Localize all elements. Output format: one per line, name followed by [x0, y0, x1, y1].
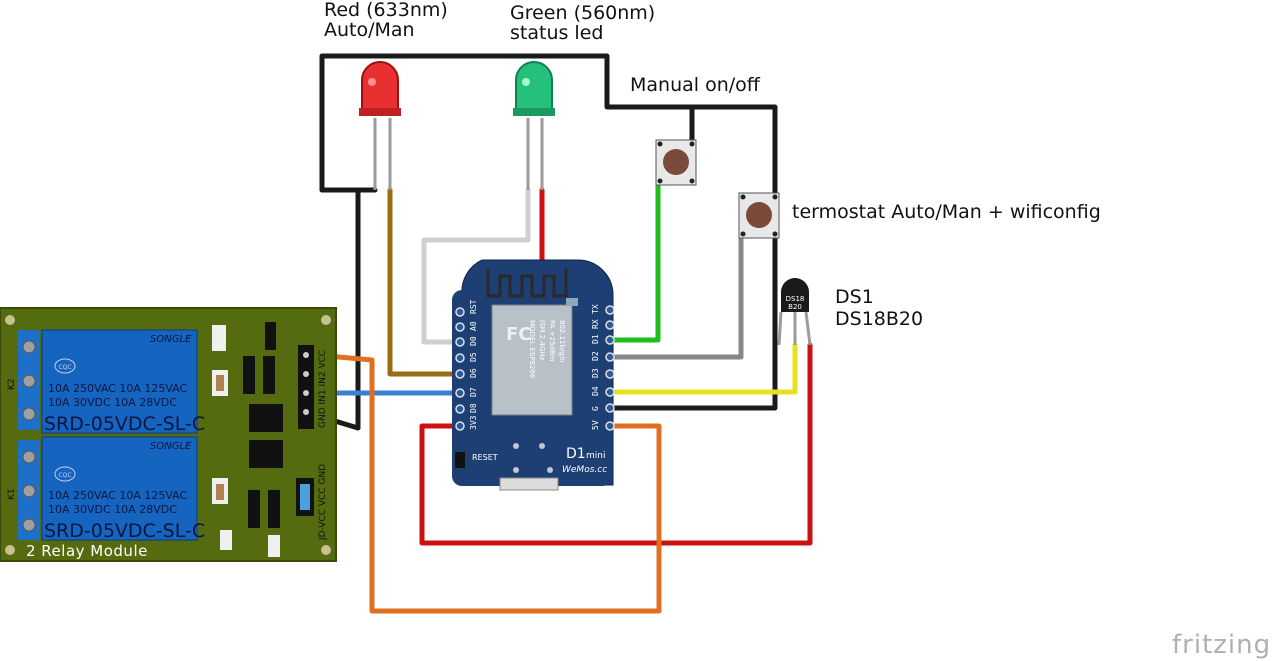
pin-left-7: 3V3	[469, 415, 478, 430]
relay-k1-brand: SONGLE	[150, 441, 192, 452]
relay-k1-cert: CQC	[58, 472, 71, 479]
wire-orange-vcc	[302, 351, 662, 614]
pin-left-3: D5	[469, 352, 478, 362]
red-led	[359, 61, 401, 190]
relay-k1-label: K1	[7, 488, 17, 500]
board-name-suffix: mini	[586, 451, 605, 461]
wire-gray-d2	[607, 235, 744, 360]
relay-module: SONGLE CQC 10A 250VAC 10A 125VAC 10A 30V…	[0, 307, 337, 562]
wires	[302, 53, 813, 614]
relay-header-bottom-label: JD-VCC VCC GND	[318, 464, 328, 541]
pin-right-6: G	[591, 406, 600, 411]
relay-k1-spec1: 10A 250VAC 10A 125VAC	[48, 489, 188, 502]
pin-right-2: D1	[591, 334, 600, 344]
pin-right-0: TX	[591, 304, 600, 314]
relay-k2-brand: SONGLE	[150, 334, 192, 345]
module-text-2: ISM 2.4GHz	[538, 320, 546, 361]
red-led-label-2: Auto/Man	[324, 19, 415, 41]
sensor-chip-label: DS18	[786, 295, 805, 303]
sensor-model-label: DS18B20	[835, 308, 923, 330]
module-text-1: MODEL ESP8266	[528, 320, 536, 379]
pin-left-1: A0	[469, 321, 478, 331]
relay-k1-model: SRD-05VDC-SL-C	[44, 520, 205, 542]
manual-button-label: Manual on/off	[630, 74, 761, 96]
pin-left-6: D8	[469, 403, 478, 413]
relay-k2-model: SRD-05VDC-SL-C	[44, 413, 205, 435]
pin-right-7: 5V	[591, 420, 600, 430]
fc-logo: FC	[506, 324, 532, 345]
relay-k2-spec1: 10A 250VAC 10A 125VAC	[48, 382, 188, 395]
green-led	[513, 61, 555, 190]
wire-red-loop	[419, 342, 813, 546]
wire-yellow-d4	[607, 342, 798, 395]
relay-k2-label: K2	[7, 378, 17, 390]
fritzing-watermark: fritzing	[1172, 630, 1271, 660]
pin-right-1: RX	[591, 319, 600, 329]
module-text-3: PA +25dBm	[548, 320, 556, 362]
manual-button	[655, 139, 697, 186]
reset-label: RESET	[472, 453, 498, 462]
termostat-button	[738, 192, 780, 239]
wemos-d1-mini: FC MODEL ESP8266 ISM 2.4GHz PA +25dBm 80…	[452, 259, 615, 491]
pin-left-5: D7	[469, 387, 478, 397]
relay-k2-cert: CQC	[58, 364, 71, 371]
module-text-4: 802.11b/g/n	[558, 320, 566, 363]
wire-brown-d6	[387, 187, 463, 377]
relay-header-top-label: GND IN1 IN2 VCC	[318, 350, 328, 428]
sensor-chip-label2: B20	[788, 303, 802, 311]
relay-k1-spec2: 10A 30VDC 10A 28VDC	[48, 503, 177, 516]
termostat-button-label: termostat Auto/Man + wificonfig	[792, 201, 1101, 223]
red-led-label-1: Red (633nm)	[324, 0, 448, 21]
wire-green-d1	[607, 182, 661, 343]
pin-right-3: D2	[591, 351, 600, 361]
sensor-id-label: DS1	[835, 286, 874, 308]
pin-left-4: D6	[469, 368, 478, 378]
wire-white-d5	[421, 187, 531, 345]
pin-right-5: D4	[591, 386, 600, 396]
pin-left-0: RST	[469, 299, 478, 314]
pin-left-2: D0	[469, 336, 478, 346]
board-maker: WeMos.cc	[562, 465, 607, 475]
green-led-label-1: Green (560nm)	[510, 2, 655, 24]
board-name: D1	[566, 446, 586, 462]
ds18b20-sensor: DS18 B20	[777, 278, 812, 346]
relay-k2-spec2: 10A 30VDC 10A 28VDC	[48, 396, 177, 409]
relay-module-title: 2 Relay Module	[26, 542, 148, 560]
green-led-label-2: status led	[510, 22, 603, 44]
pin-right-4: D3	[591, 368, 600, 378]
